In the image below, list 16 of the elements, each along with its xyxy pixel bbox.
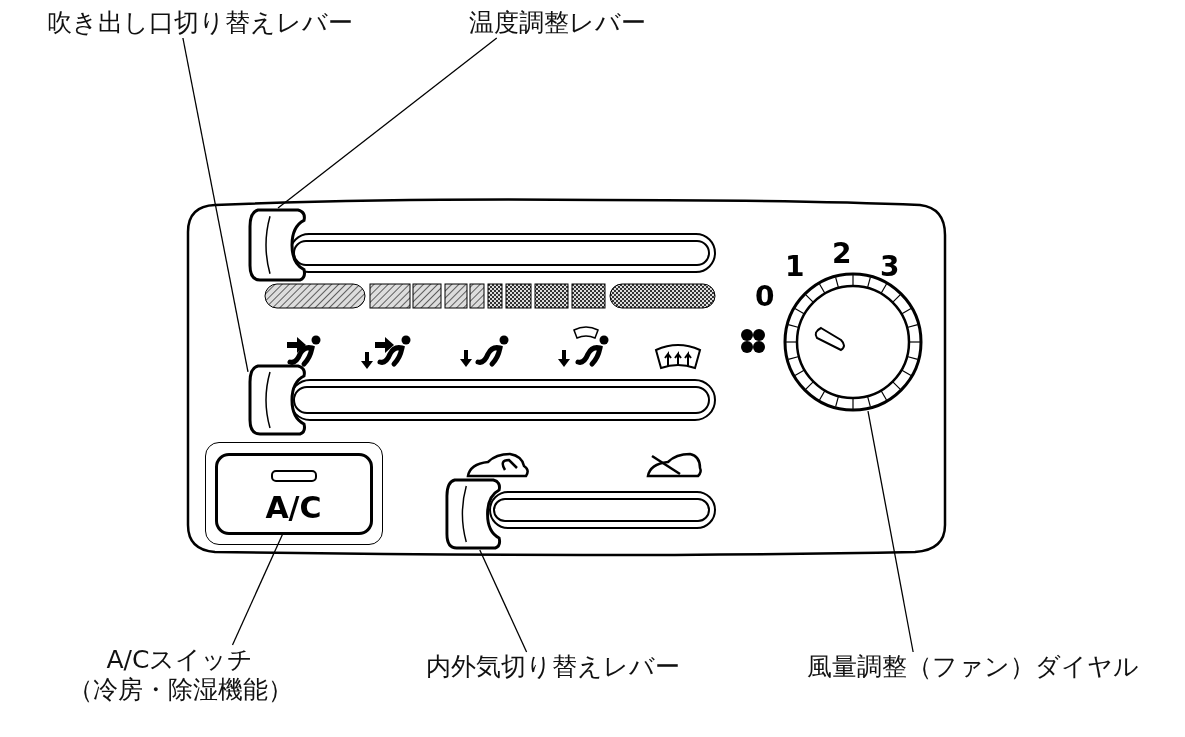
leader-line [867, 410, 914, 653]
callout-label: 風量調整（ファン）ダイヤル [768, 652, 1178, 682]
callout-label: A/Cスイッチ [105, 645, 255, 675]
leader-line [479, 549, 528, 653]
dial-number: 1 [785, 250, 805, 283]
leader-line [277, 37, 498, 209]
leader-line [182, 37, 249, 373]
callout-note: （冷房・除湿機能） [66, 675, 294, 705]
dial-number: 0 [755, 280, 775, 313]
callout-label: 内外気切り替えレバー [388, 652, 718, 682]
dial-number: 2 [832, 237, 852, 270]
callout-label: 温度調整レバー [445, 8, 670, 38]
ac-button: A/C [214, 452, 373, 535]
leader-line [231, 533, 284, 646]
dial-number: 3 [880, 250, 900, 283]
callout-label: 吹き出し口切り替えレバー [10, 8, 390, 38]
